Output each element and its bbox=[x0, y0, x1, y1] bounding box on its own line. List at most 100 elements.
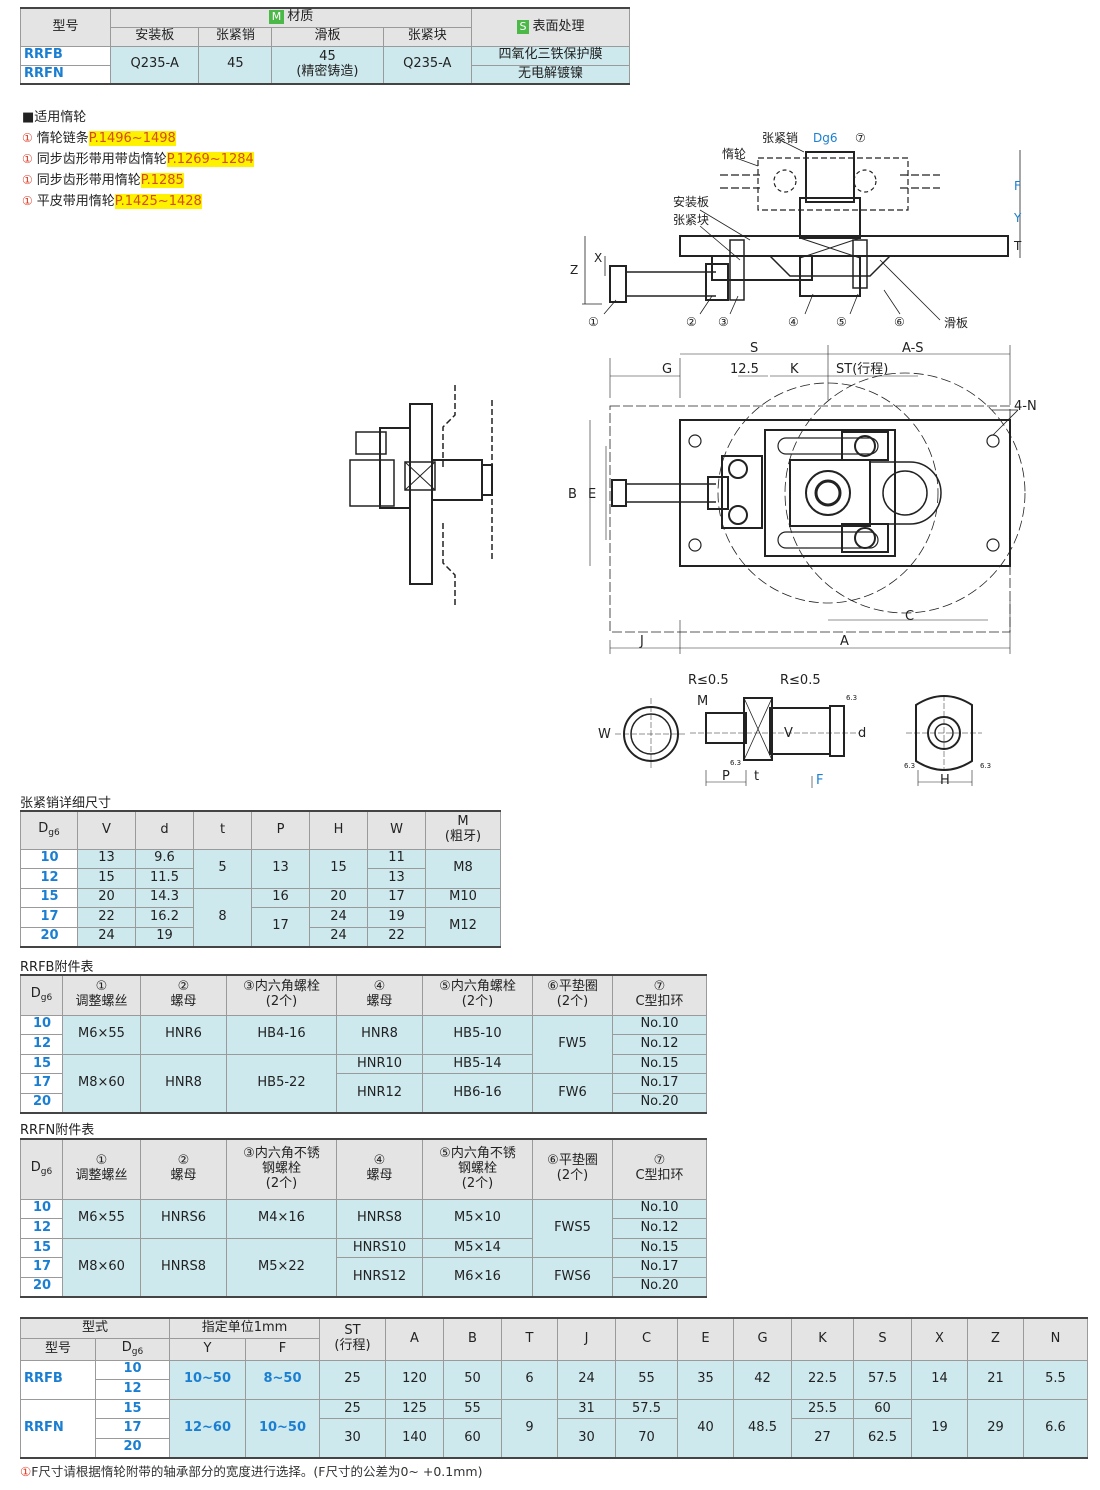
pin-table-title: 张紧销详细尺寸 bbox=[20, 796, 112, 811]
label-A-S: A-S bbox=[902, 341, 924, 356]
mount-plate-top bbox=[679, 419, 1011, 567]
cell: 27 bbox=[791, 1418, 854, 1459]
roughness-mark: 6.3 bbox=[846, 694, 857, 702]
idler-title: ■适用惰轮 bbox=[22, 110, 87, 125]
header-c5: ⑤内六角螺栓(2个) bbox=[422, 974, 533, 1016]
cell: HB5-10 bbox=[422, 1014, 533, 1055]
header-tension-pin: 张紧销 bbox=[198, 26, 273, 47]
header-V: V bbox=[77, 810, 136, 850]
cell: No.17 bbox=[612, 1073, 707, 1094]
model-rrfb: RRFB bbox=[20, 45, 111, 66]
header-model: 型号 bbox=[20, 7, 111, 47]
pin-detail-views bbox=[615, 695, 982, 788]
cell: 21 bbox=[967, 1359, 1024, 1400]
header-N: N bbox=[1023, 1317, 1088, 1361]
cell: M5×22 bbox=[226, 1237, 337, 1298]
cell: 5.5 bbox=[1023, 1359, 1088, 1400]
label-d: d bbox=[858, 726, 866, 741]
callout-5: ⑤ bbox=[836, 315, 847, 329]
cell: 140 bbox=[385, 1418, 444, 1459]
cell: 5 bbox=[193, 848, 252, 889]
cell: 57.5 bbox=[615, 1398, 678, 1420]
label-R2: R≤0.5 bbox=[780, 673, 821, 688]
label-T: T bbox=[1013, 239, 1022, 253]
cell: HNR6 bbox=[140, 1014, 227, 1055]
callout-3: ③ bbox=[718, 315, 729, 329]
cell: 30 bbox=[557, 1418, 616, 1459]
header-E: E bbox=[677, 1317, 734, 1361]
header-d: d bbox=[135, 810, 194, 850]
header-type: 型式 bbox=[20, 1317, 170, 1339]
cell: 22 bbox=[367, 926, 426, 947]
label-H: H bbox=[940, 773, 950, 788]
material-tag: M bbox=[268, 10, 285, 25]
header-D: Dg6 bbox=[20, 810, 78, 850]
header-c3: ③内六角螺栓(2个) bbox=[226, 974, 337, 1016]
row-D: 20 bbox=[20, 926, 78, 947]
cell: 6.6 bbox=[1023, 1398, 1088, 1459]
row-D: 12 bbox=[20, 868, 78, 889]
front-view bbox=[582, 139, 1021, 321]
label-X: X bbox=[594, 251, 602, 265]
label-F: F bbox=[1014, 179, 1021, 193]
front-view-labels: 张紧销 Dg6 ⑦ 惰轮 安装板 张紧块 滑板 F Y T Z X ① ② ③ … bbox=[570, 131, 1022, 330]
cell: 29 bbox=[967, 1398, 1024, 1459]
cell: No.20 bbox=[612, 1092, 707, 1114]
cell: No.10 bbox=[612, 1198, 707, 1220]
cell: No.12 bbox=[612, 1218, 707, 1239]
row-D: 20 bbox=[20, 1092, 63, 1114]
label-slide: 滑板 bbox=[944, 316, 968, 330]
cell: HNRS6 bbox=[140, 1198, 227, 1239]
header-slide: 滑板 bbox=[271, 26, 384, 47]
cell: HB5-22 bbox=[226, 1053, 337, 1114]
header-mount-plate: 安装板 bbox=[109, 26, 200, 47]
roughness-mark: 6.3 bbox=[980, 762, 991, 770]
header-tension-block: 张紧块 bbox=[382, 26, 473, 47]
header-D: Dg6 bbox=[20, 1138, 63, 1200]
cell: 40 bbox=[677, 1398, 734, 1459]
header-S: S bbox=[853, 1317, 912, 1361]
row-D: 10 bbox=[20, 1198, 63, 1220]
row-D: 10 bbox=[20, 1014, 63, 1036]
callout-2: ② bbox=[686, 315, 697, 329]
cell: HB6-16 bbox=[422, 1073, 533, 1114]
cell: M6×16 bbox=[422, 1257, 533, 1298]
cell: 60 bbox=[853, 1398, 912, 1420]
header-t: t bbox=[193, 810, 252, 850]
row-D: 15 bbox=[20, 1237, 63, 1259]
pin-detail-labels: R≤0.5 R≤0.5 M W V d P t F H 6.3 6.3 6.3 … bbox=[598, 673, 991, 788]
label-ST: ST(行程) bbox=[836, 362, 888, 377]
cell: 9.6 bbox=[135, 848, 194, 869]
idler-outline bbox=[757, 157, 909, 211]
header-c3: ③内六角不锈钢螺栓(2个) bbox=[226, 1138, 337, 1200]
cell: M6×55 bbox=[62, 1198, 141, 1239]
cell: 24 bbox=[309, 907, 368, 928]
callout-1: ① bbox=[588, 315, 599, 329]
cell: 35 bbox=[677, 1359, 734, 1400]
row-D: 15 bbox=[20, 1053, 63, 1075]
cell-F: 8~50 bbox=[245, 1359, 320, 1400]
cell: 15 bbox=[309, 848, 368, 889]
rrfb-table-title: RRFB附件表 bbox=[20, 960, 94, 975]
cell: 13 bbox=[251, 848, 310, 889]
value-slide: 45(精密铸造) bbox=[271, 45, 384, 85]
cell: FW5 bbox=[532, 1014, 613, 1075]
cell: 13 bbox=[77, 848, 136, 869]
cell: No.15 bbox=[612, 1053, 707, 1075]
row-D: 12 bbox=[20, 1034, 63, 1055]
label-4-N: 4-N bbox=[1014, 399, 1037, 414]
header-H: H bbox=[309, 810, 368, 850]
label-J: J bbox=[639, 634, 644, 649]
cell: 14 bbox=[911, 1359, 968, 1400]
header-M: M(粗牙) bbox=[425, 810, 501, 850]
cell: 24 bbox=[77, 926, 136, 947]
cell: M8×60 bbox=[62, 1237, 141, 1298]
label-F2: F bbox=[816, 773, 823, 788]
